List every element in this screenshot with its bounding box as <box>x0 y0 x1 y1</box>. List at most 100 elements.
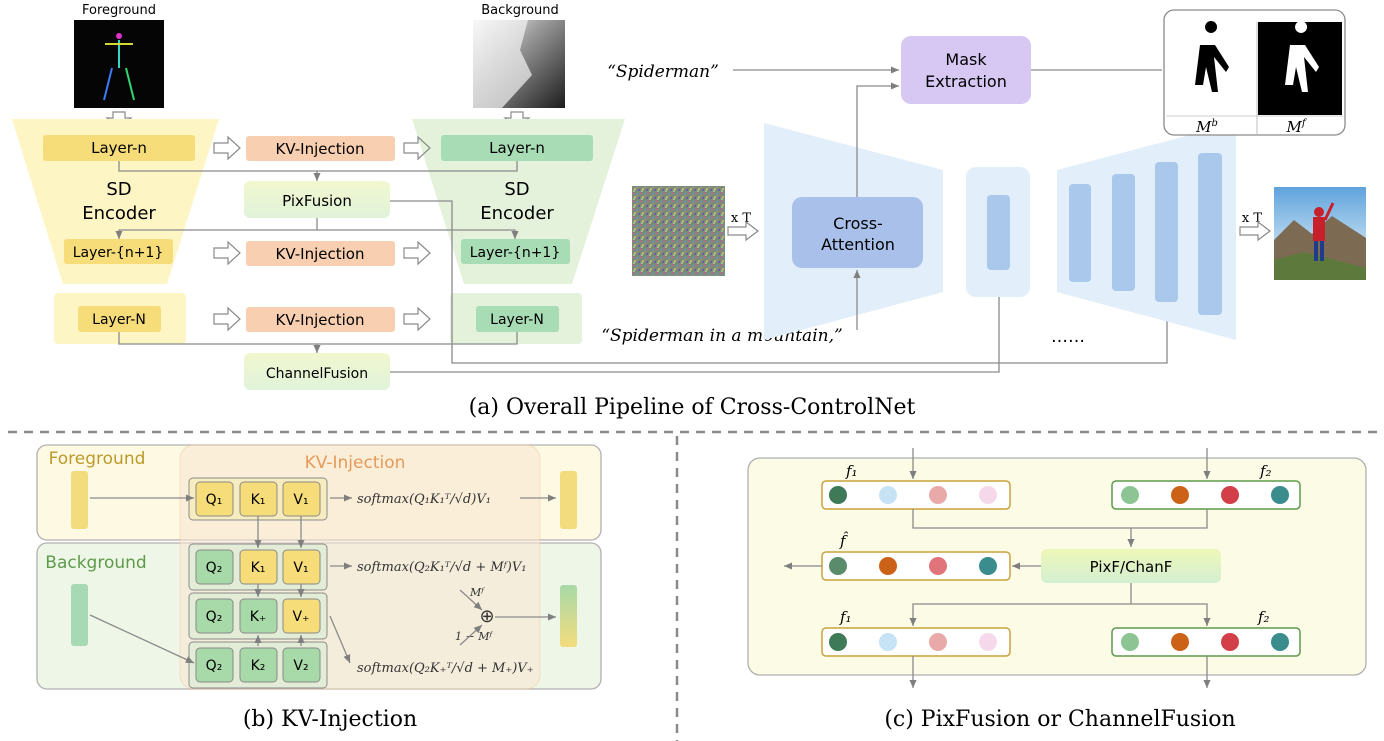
right-arrow-icon <box>213 306 241 332</box>
left-layer-n1-label: Layer-{n+1} <box>73 245 164 261</box>
f2-top-dots <box>1121 486 1289 504</box>
feature-dot <box>1271 486 1289 504</box>
feature-dot <box>1171 486 1189 504</box>
cross-attention-box <box>792 197 923 268</box>
mask-extraction-label-2: Extraction <box>925 72 1007 91</box>
feature-dot <box>929 633 947 651</box>
equation-1: softmax(Q₁K₁ᵀ/√d)V₁ <box>357 492 491 507</box>
right-arrow-icon <box>403 306 431 332</box>
left-layer-n1 <box>64 239 173 264</box>
right-layer-N <box>476 306 559 332</box>
feature-dot <box>829 486 847 504</box>
oplus-icon: ⊕ <box>479 606 494 627</box>
one-minus-mf-label: 1 − Mᶠ <box>455 630 493 643</box>
kv-injection-label: KV-Injection <box>276 245 365 263</box>
k1-box: K₁ <box>251 560 266 576</box>
equation-2: softmax(Q₂K₁ᵀ/√d + Mᶠ)V₁ <box>357 560 526 575</box>
channelfusion-label: ChannelFusion <box>266 366 368 382</box>
caption-c: (c) PixFusion or ChannelFusion <box>884 707 1235 732</box>
f1-label-top: f₁ <box>845 462 858 480</box>
left-layer-n-label: Layer-n <box>91 139 147 157</box>
right-layer-n <box>441 135 593 161</box>
feature-dot <box>979 557 997 575</box>
channelfusion-box <box>244 353 390 390</box>
f2-label-top: f₂ <box>1259 462 1272 480</box>
q2-box: Q₂ <box>206 609 223 625</box>
f1-feature-bottom <box>821 627 1011 657</box>
pipeline-arrows <box>733 66 1162 330</box>
left-encoder-title-1: SD <box>106 179 131 200</box>
kv-injection-label: KV-Injection <box>276 140 365 158</box>
q2-box: Q₂ <box>206 560 223 576</box>
right-arrow-icon <box>403 135 431 161</box>
right-arrow-icon <box>727 220 759 242</box>
mask-b-silhouette <box>1195 21 1229 92</box>
output-image <box>1274 187 1366 280</box>
left-layer-N <box>78 306 161 332</box>
panel-c-arrows <box>784 448 1211 688</box>
f2-label-bottom: f₂ <box>1257 608 1270 626</box>
mask-f-label: Mf <box>1285 118 1307 136</box>
feature-dot <box>829 557 847 575</box>
right-encoder-title-2: Encoder <box>480 203 554 224</box>
right-layer-N-label: Layer-N <box>490 312 544 328</box>
f2-bottom-dots <box>1121 633 1289 651</box>
fg-region-label: Foreground <box>49 449 146 469</box>
foreground-image-label: Foreground <box>82 3 156 18</box>
feature-dot <box>1271 633 1289 651</box>
v1-box: V₁ <box>293 560 308 576</box>
mask-extraction-box <box>901 36 1031 104</box>
feature-dot <box>979 486 997 504</box>
feature-dot <box>879 557 897 575</box>
right-arrow-icon <box>403 240 431 266</box>
panel-b: Foreground Background KV-Injection Q₁ K₁… <box>36 444 602 732</box>
decoder-block-4 <box>1198 153 1222 315</box>
kplus-box: K₊ <box>250 609 267 625</box>
bg-feature-bar <box>71 584 88 646</box>
kv-injection-box-1: KV-Injection <box>246 136 395 161</box>
pixfusion-label: PixFusion <box>282 192 352 210</box>
f1-label-bottom: f₁ <box>839 608 852 626</box>
kv-region-label: KV-Injection <box>305 453 406 473</box>
mask-output: Mb Mf <box>1163 9 1346 136</box>
ellipsis: …… <box>1051 327 1085 347</box>
noise-image <box>632 186 725 276</box>
depth-image <box>473 20 565 108</box>
feature-dot <box>929 486 947 504</box>
fg-output-bar <box>560 471 577 529</box>
mixed-output-bar <box>560 585 577 647</box>
right-arrow-icon <box>213 240 241 266</box>
decoder-block-3 <box>1155 162 1178 302</box>
left-layer-n <box>43 135 195 161</box>
right-layer-n-label: Layer-n <box>489 139 545 157</box>
unet-mid-block <box>987 195 1010 270</box>
cross-attention-label-2: Attention <box>821 235 895 254</box>
right-encoder-title-1: SD <box>504 179 529 200</box>
k2-box: K₂ <box>251 658 266 674</box>
feature-dot <box>1121 633 1139 651</box>
mf-label: Mᶠ <box>469 586 485 599</box>
q2-box: Q₂ <box>206 658 223 674</box>
hollow-arrow-icons <box>213 135 431 332</box>
vplus-box: V₊ <box>293 609 310 625</box>
background-image-label: Background <box>481 3 559 18</box>
mask-b-label: Mb <box>1195 118 1218 136</box>
feature-dot <box>879 486 897 504</box>
prompt-top: “Spiderman” <box>607 62 719 82</box>
fhat-dots <box>829 557 997 575</box>
fg-feature-bar <box>71 471 88 529</box>
q1-box: Q₁ <box>206 492 223 508</box>
right-arrow-icon <box>213 135 241 161</box>
left-encoder-title-2: Encoder <box>82 203 156 224</box>
pixfusion-box <box>244 181 390 218</box>
kv-injection-label: KV-Injection <box>276 311 365 329</box>
equation-3: softmax(Q₂K₊ᵀ/√d + M₊)V₊ <box>357 661 534 676</box>
feature-dot <box>929 557 947 575</box>
kv-injection-box-2: KV-Injection <box>246 241 395 266</box>
f1-feature-top <box>821 480 1011 510</box>
connector-lines <box>115 161 1171 373</box>
caption-a: (a) Overall Pipeline of Cross-ControlNet <box>469 395 916 420</box>
k1-box: K₁ <box>251 492 266 508</box>
feature-dot <box>829 633 847 651</box>
